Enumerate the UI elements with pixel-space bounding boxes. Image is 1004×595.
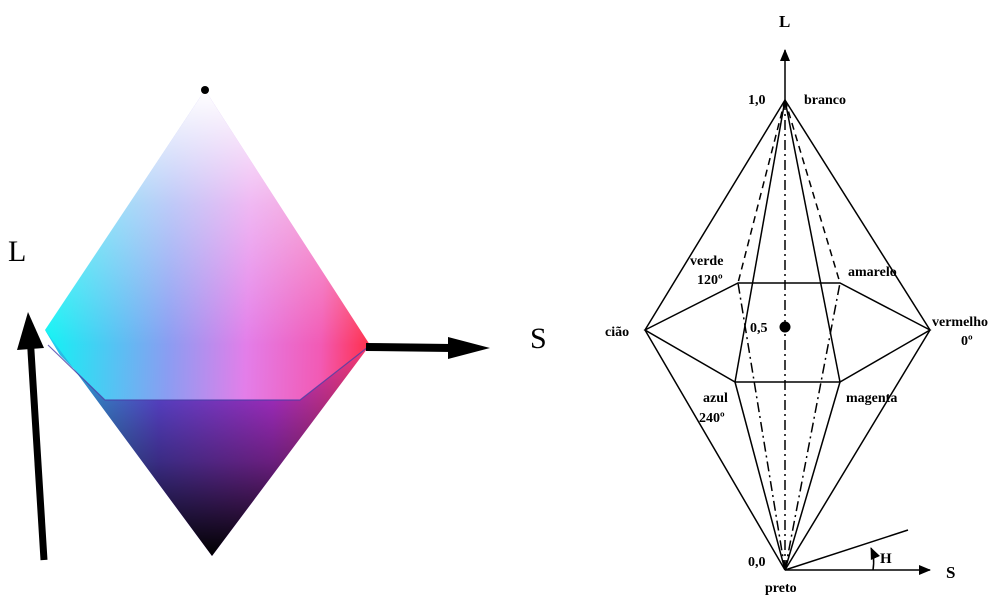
right-l-label: L	[779, 12, 790, 31]
vertex-label-blue: azul	[703, 391, 728, 406]
edge-black-cyan	[644, 329, 786, 571]
hue-label: H	[880, 551, 892, 567]
edge-black-yellow	[784, 282, 841, 571]
edge-black-red	[784, 329, 931, 571]
edge-white-blue	[734, 99, 786, 383]
left-s-axis	[365, 337, 490, 359]
vertex-label-green: verde	[690, 254, 723, 269]
left-s-label: S	[530, 322, 547, 355]
edge-white-red	[784, 99, 931, 331]
value-top-label: 1,0	[748, 93, 766, 108]
left-l-arrowhead	[17, 312, 44, 350]
left-l-axis	[17, 312, 48, 561]
vertex-label-yellow: amarelo	[848, 265, 897, 280]
edge-white-green	[737, 99, 786, 284]
vertex-label-red: vermelho	[932, 315, 988, 330]
upper-pyramid-light	[45, 90, 370, 400]
lower-pyramid-shadow	[45, 330, 370, 556]
hls-wireframe	[643, 99, 932, 571]
hue-arc	[870, 547, 881, 571]
edge-white-magenta	[784, 99, 841, 383]
edge-white-cyan	[644, 99, 786, 331]
edge-black-green	[737, 282, 786, 571]
vertex-label-white: branco	[804, 93, 846, 108]
hue-angle-indicator	[784, 529, 909, 571]
vertex-label-red-degree: 0º	[961, 334, 973, 349]
left-s-arrowhead	[448, 337, 490, 359]
vertex-label-blue-degree: 240º	[699, 411, 725, 426]
apex-dot	[201, 86, 209, 94]
value-bottom-label: 0,0	[748, 555, 766, 570]
left-l-label: L	[8, 235, 26, 268]
vertex-label-cyan: cião	[605, 325, 629, 340]
vertex-label-green-degree: 120º	[697, 273, 723, 288]
edge-black-blue	[734, 381, 786, 571]
right-s-label: S	[946, 563, 955, 582]
edge-white-yellow	[784, 99, 841, 284]
hue-ray	[784, 529, 909, 571]
equator-edge	[47, 344, 369, 401]
center-dot	[779, 321, 791, 333]
edge-black-magenta	[784, 381, 841, 571]
vertex-label-magenta: magenta	[846, 391, 897, 406]
bipyramid-3d	[45, 86, 370, 556]
vertex-label-black: preto	[765, 581, 797, 595]
hue-hexagon	[643, 282, 932, 383]
value-mid-label: 0,5	[750, 321, 768, 336]
